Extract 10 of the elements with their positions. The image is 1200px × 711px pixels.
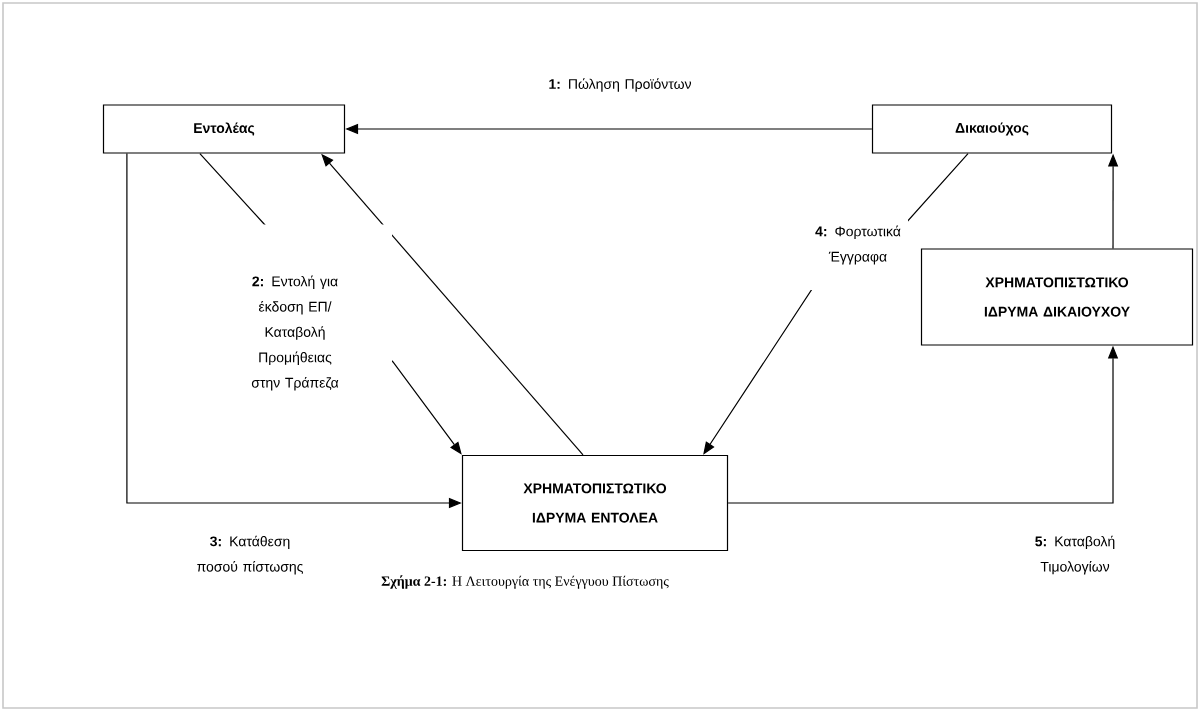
- process-box: Δικαιούχος: [871, 104, 1113, 154]
- edge-label: 3: Κατάθεση ποσού πίστωσης: [197, 535, 303, 575]
- edge-label: 1: Πώληση Προϊόντων: [549, 78, 692, 92]
- edge-label: 5: Καταβολή Τιμολογίων: [1035, 535, 1115, 575]
- process-box: ΧΡΗΜΑΤΟΠΙΣΤΩΤΙΚΟ ΙΔΡΥΜΑ ΔΙΚΑΙΟΥΧΟΥ: [920, 248, 1194, 346]
- edge-label: 2: Εντολή για έκδοση ΕΠ/ Καταβολή Προμήθειας στην Τράπεζα: [198, 224, 392, 442]
- process-box: Εντολέας: [102, 104, 346, 154]
- caption: Σχήμα 2-1: Η Λειτουργία της Ενέγγυου Πίστωσης: [381, 575, 669, 589]
- edge-label: 4: Φορτωτικά Έγγραφα: [808, 200, 908, 290]
- process-box: ΧΡΗΜΑΤΟΠΙΣΤΩΤΙΚΟ ΙΔΡΥΜΑ ΕΝΤΟΛΕΑ: [461, 454, 729, 552]
